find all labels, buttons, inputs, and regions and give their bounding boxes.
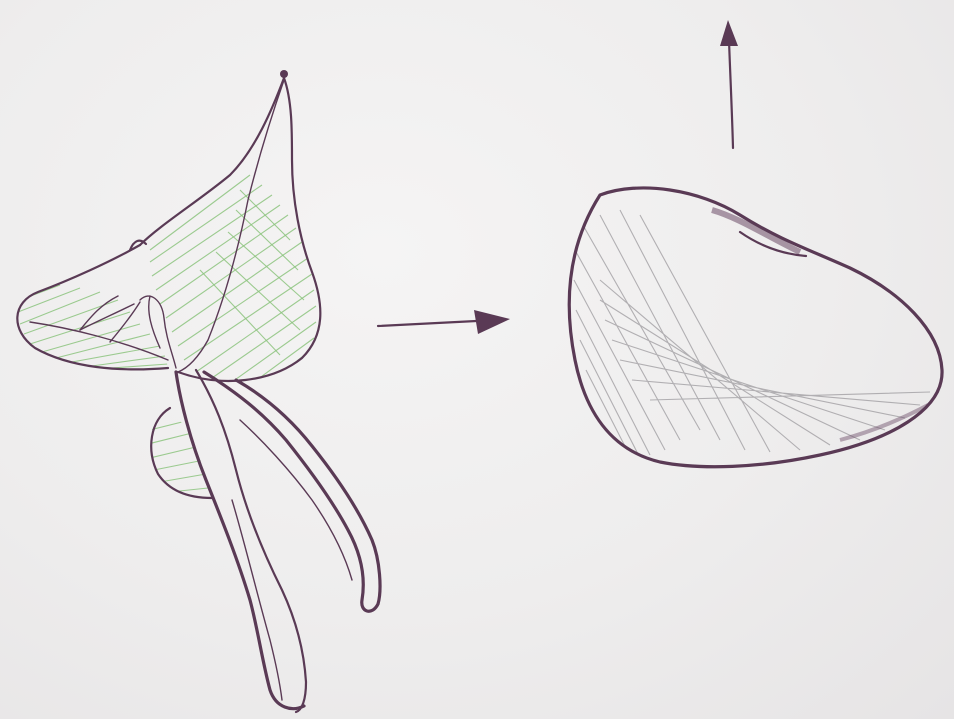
left-leaf-shading xyxy=(18,285,168,368)
hypocotyl xyxy=(176,372,304,709)
seed-icon xyxy=(569,188,942,467)
seedling-icon xyxy=(17,70,380,712)
lower-leaf-shading xyxy=(148,420,208,492)
leaf-tip xyxy=(280,70,288,78)
seed-shading xyxy=(574,210,930,460)
up-arrow-icon xyxy=(720,20,738,148)
right-leaf-shading xyxy=(150,175,316,382)
root-branch xyxy=(204,372,380,611)
right-arrow-icon xyxy=(378,310,510,334)
lower-leaf-outline xyxy=(151,408,212,498)
